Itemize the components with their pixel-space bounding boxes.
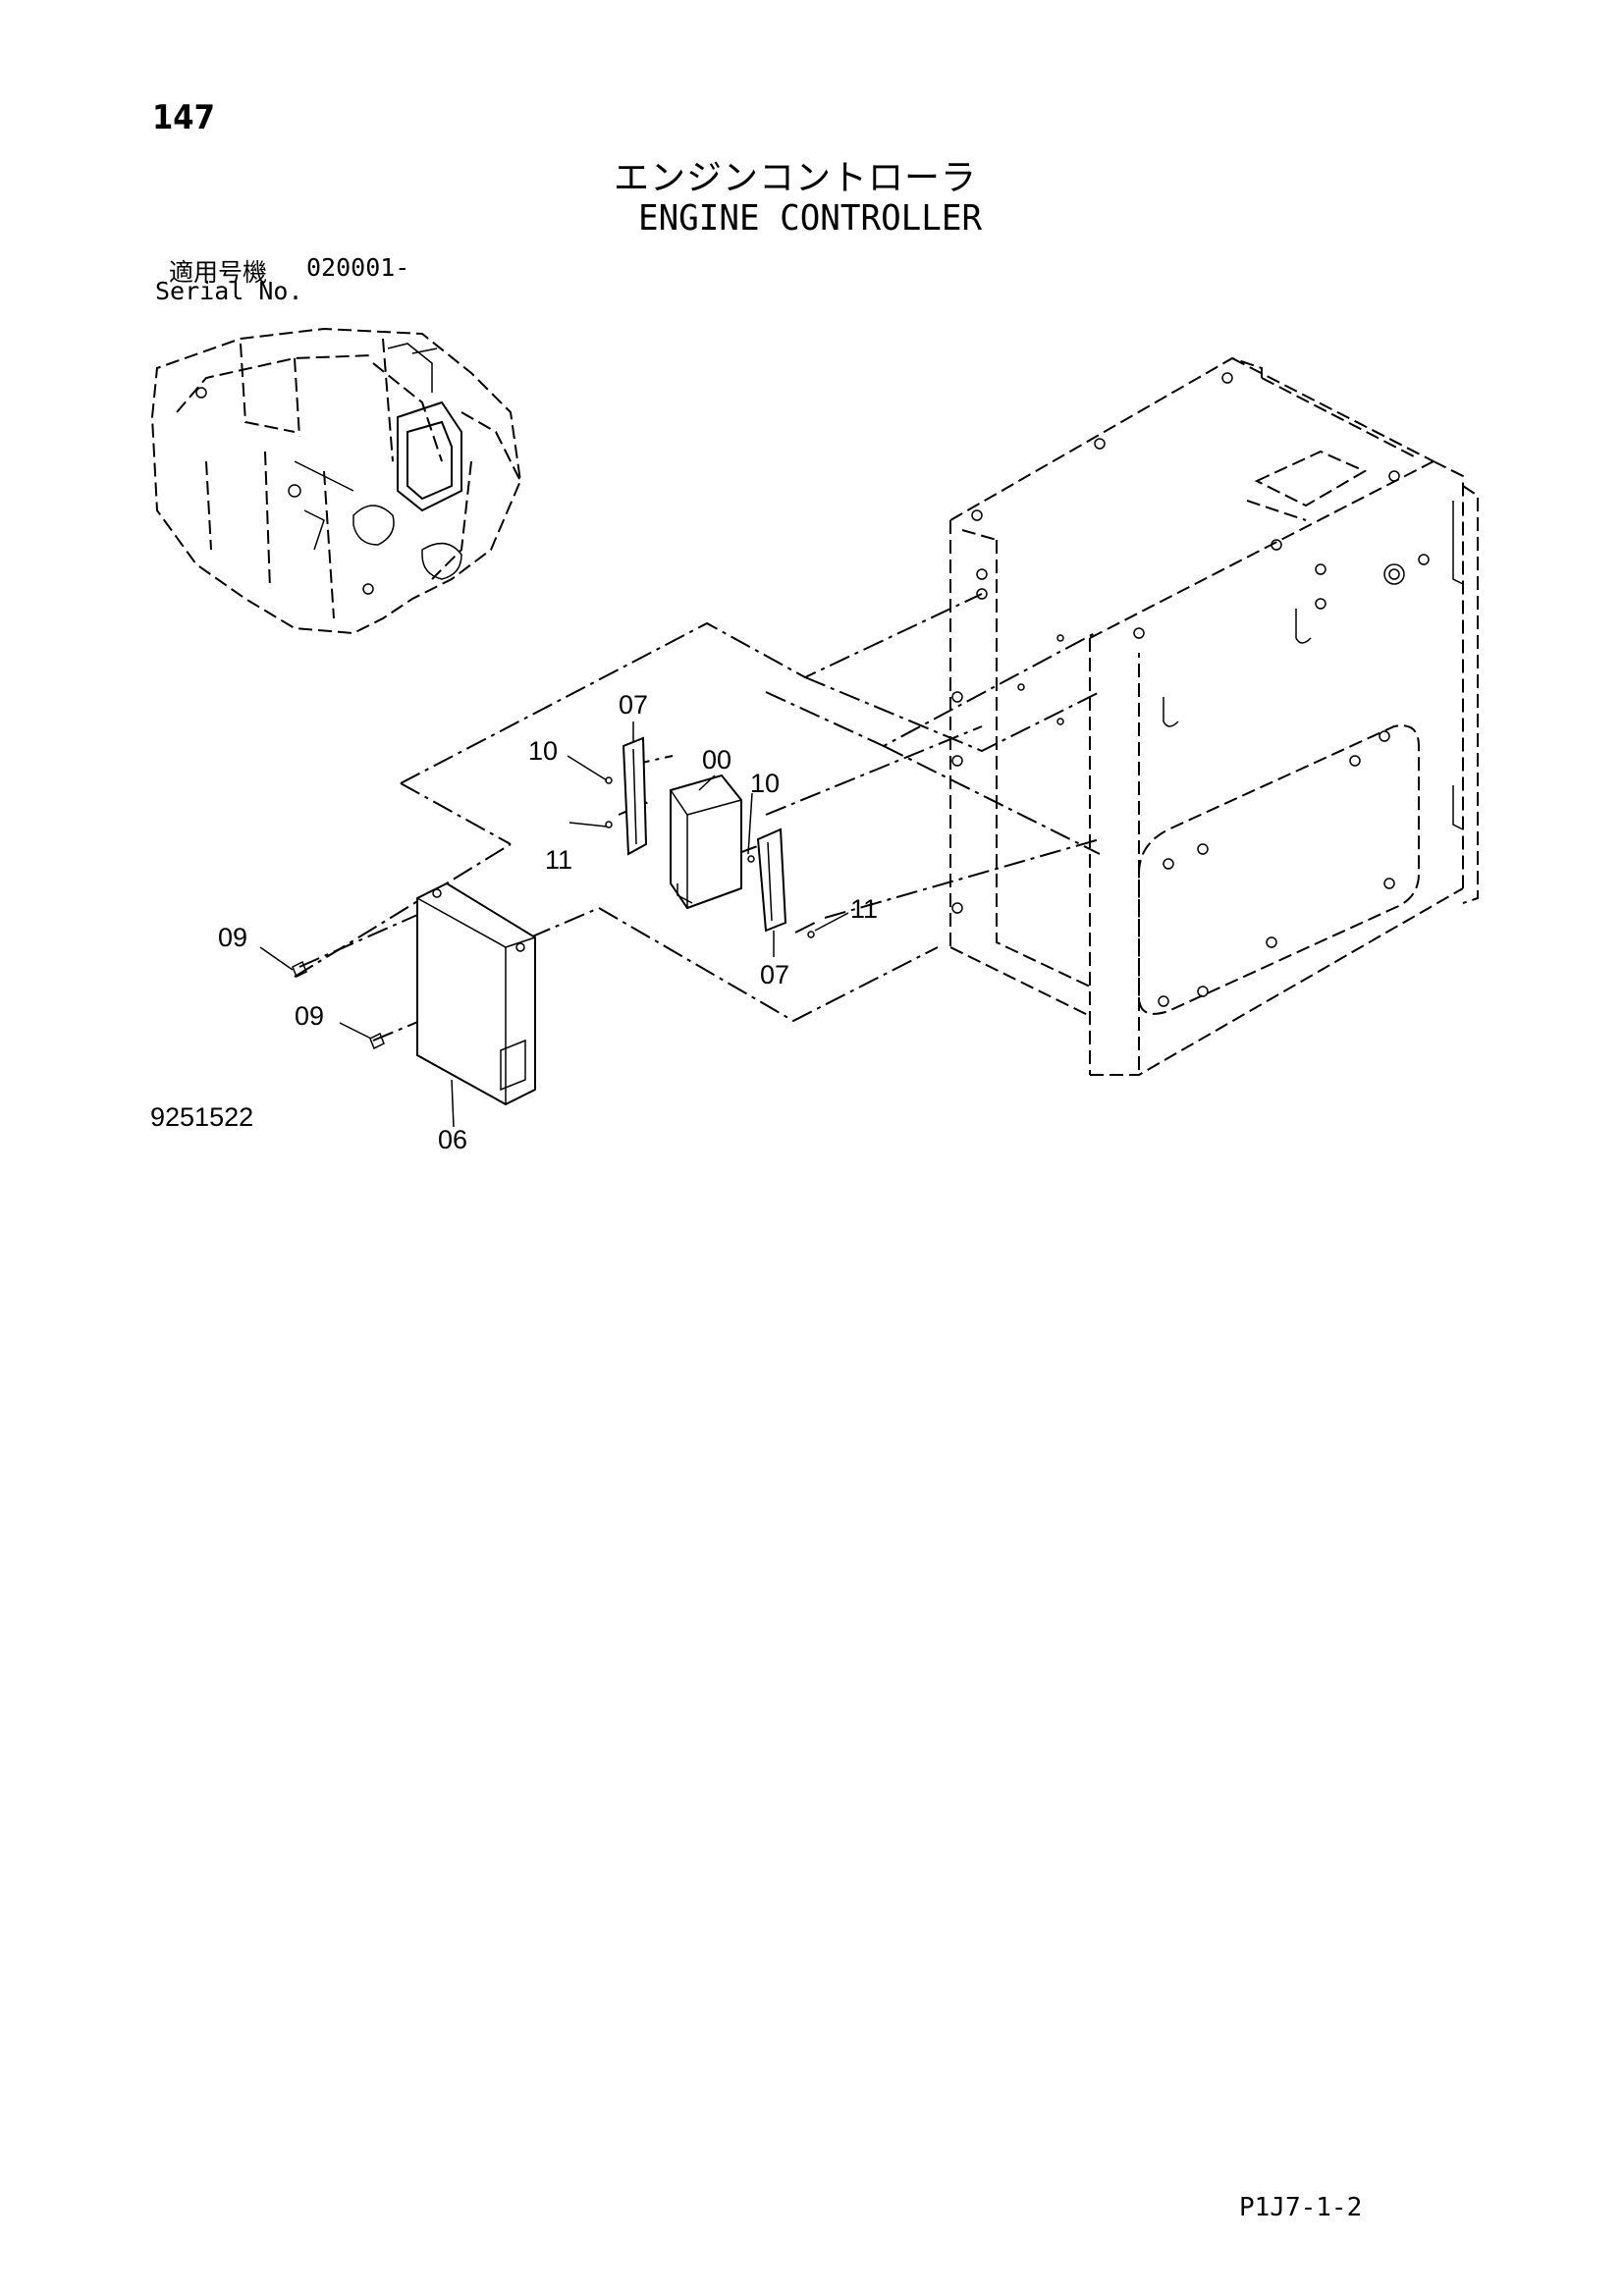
serial-label-japanese: 適用号機 bbox=[169, 258, 268, 287]
leader-lines bbox=[259, 721, 849, 1128]
cabinet-box bbox=[949, 356, 1479, 1076]
page-number: 147 bbox=[152, 98, 215, 137]
serial-range: 020001- bbox=[306, 253, 410, 282]
callout-label: 09 bbox=[295, 1001, 324, 1031]
bracket-left bbox=[622, 736, 648, 856]
callout-label: 10 bbox=[750, 769, 780, 798]
title-japanese: エンジンコントローラ bbox=[614, 158, 978, 198]
callout-label: 09 bbox=[218, 923, 247, 952]
mounting-plane-outline bbox=[294, 593, 1101, 1041]
bracket-right bbox=[756, 828, 787, 933]
page-code: P1J7-1-2 bbox=[1239, 2193, 1363, 2222]
title-english: ENGINE CONTROLLER bbox=[638, 198, 983, 239]
bolts bbox=[292, 776, 815, 1050]
figure-code: 9251522 bbox=[150, 1102, 254, 1132]
controller-cover bbox=[416, 881, 536, 1106]
callout-label: 11 bbox=[850, 894, 878, 924]
machine-overview-illustration bbox=[150, 327, 522, 635]
serial-label-english: Serial No. bbox=[155, 277, 303, 305]
callout-label: 10 bbox=[528, 736, 558, 766]
callout-label: 11 bbox=[545, 845, 572, 875]
callout-label: 00 bbox=[702, 745, 731, 774]
callout-label: 07 bbox=[760, 960, 789, 989]
callout-label: 07 bbox=[619, 690, 648, 720]
engine-controller-unit bbox=[670, 774, 742, 910]
callout-label: 06 bbox=[438, 1125, 467, 1154]
